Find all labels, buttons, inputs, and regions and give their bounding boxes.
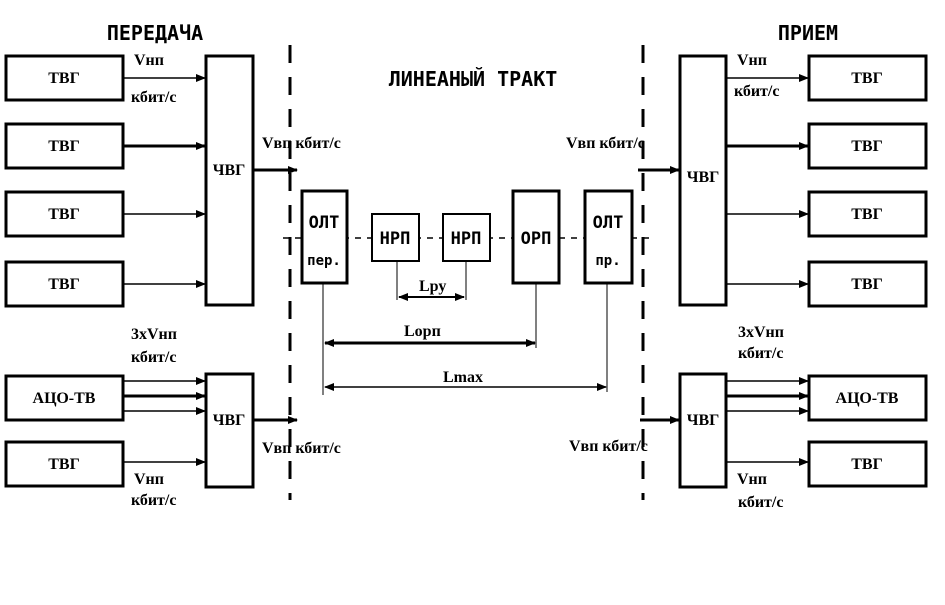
nrp-2: НРП <box>442 213 491 262</box>
rx-vnp-label-1: Vнп <box>737 52 767 69</box>
tx-vvp-label-lower: Vвп кбит/с <box>262 440 341 457</box>
rx-tvg-5: ТВГ <box>807 440 928 488</box>
rx-tvg-4-label: ТВГ <box>851 276 883 293</box>
tx-tvg-3-label: ТВГ <box>48 206 80 223</box>
rx-atso-tv: АЦО-ТВ <box>807 374 928 422</box>
tx-vvp-label-upper: Vвп кбит/с <box>262 135 341 152</box>
rx-tvg-4: ТВГ <box>807 260 928 308</box>
tx-tvg-5: ТВГ <box>4 440 125 488</box>
rx-tvg-1-label: ТВГ <box>851 70 883 87</box>
nrp-1-label: НРП <box>380 229 411 249</box>
tx-chvg-upper-label: ЧВГ <box>213 162 246 179</box>
rx-vvp-label-upper: Vвп кбит/с <box>566 135 645 152</box>
tx-tvg-4-label: ТВГ <box>48 276 80 293</box>
rx-atso-tv-label: АЦО-ТВ <box>836 390 899 407</box>
rx-chvg-lower-label: ЧВГ <box>687 412 720 429</box>
rx-tvg-3: ТВГ <box>807 190 928 238</box>
rx-tvg-2-label: ТВГ <box>851 138 883 155</box>
tx-kbit-label-3: кбит/с <box>131 492 176 509</box>
nrp-2-label: НРП <box>451 229 482 249</box>
olt-rx-sublabel: пр. <box>595 253 620 269</box>
rx-tvg-5-label: ТВГ <box>851 456 883 473</box>
rx-tvg-1: ТВГ <box>807 54 928 102</box>
tx-tvg-3: ТВГ <box>4 190 125 238</box>
rx-kbit-label-1: кбит/с <box>734 83 779 100</box>
lmax-label: Lmax <box>443 369 483 386</box>
header-receive: ПРИЕМ <box>778 21 838 45</box>
tx-tvg-2: ТВГ <box>4 122 125 170</box>
tx-atso-tv: АЦО-ТВ <box>4 374 125 422</box>
rx-3vnp-label: 3хVнп <box>738 324 784 341</box>
olt-tx-sublabel: пер. <box>307 253 341 269</box>
rx-vnp-label-2: Vнп <box>737 471 767 488</box>
tx-kbit-label-1: кбит/с <box>131 89 176 106</box>
tx-vnp-label-1: Vнп <box>134 52 164 69</box>
olt-rx: ОЛТ пр. <box>583 189 634 285</box>
lorp-label: Lорп <box>404 323 441 340</box>
rx-chvg-lower: ЧВГ <box>678 372 728 489</box>
tx-kbit-label-2: кбит/с <box>131 349 176 366</box>
nrp-1: НРП <box>371 213 420 262</box>
tx-tvg-1: ТВГ <box>4 54 125 102</box>
rx-vvp-label-lower: Vвп кбит/с <box>569 438 648 455</box>
tx-tvg-1-label: ТВГ <box>48 70 80 87</box>
olt-tx-label: ОЛТ <box>309 213 340 233</box>
rx-tvg-2: ТВГ <box>807 122 928 170</box>
tx-3vnp-label: 3хVнп <box>131 326 177 343</box>
orp-label: ОРП <box>521 229 552 249</box>
rx-kbit-label-2: кбит/с <box>738 345 783 362</box>
rx-tvg-3-label: ТВГ <box>851 206 883 223</box>
tx-chvg-lower: ЧВГ <box>204 372 255 489</box>
olt-rx-label: ОЛТ <box>593 213 624 233</box>
rx-kbit-label-3: кбит/с <box>738 494 783 511</box>
lru-label: Lру <box>419 278 446 295</box>
tx-tvg-4: ТВГ <box>4 260 125 308</box>
olt-tx: ОЛТ пер. <box>300 189 349 285</box>
orp: ОРП <box>511 189 561 285</box>
tx-atso-tv-label: АЦО-ТВ <box>33 390 96 407</box>
header-line-path: ЛИНЕАНЫЙ ТРАКТ <box>389 67 558 91</box>
tx-vnp-label-2: Vнп <box>134 471 164 488</box>
header-transmit: ПЕРЕДАЧА <box>107 21 203 45</box>
tx-tvg-5-label: ТВГ <box>48 456 80 473</box>
tx-chvg-lower-label: ЧВГ <box>213 412 246 429</box>
tx-tvg-2-label: ТВГ <box>48 138 80 155</box>
rx-chvg-upper: ЧВГ <box>678 54 728 307</box>
tx-chvg-upper: ЧВГ <box>204 54 255 307</box>
rx-chvg-upper-label: ЧВГ <box>687 169 720 186</box>
